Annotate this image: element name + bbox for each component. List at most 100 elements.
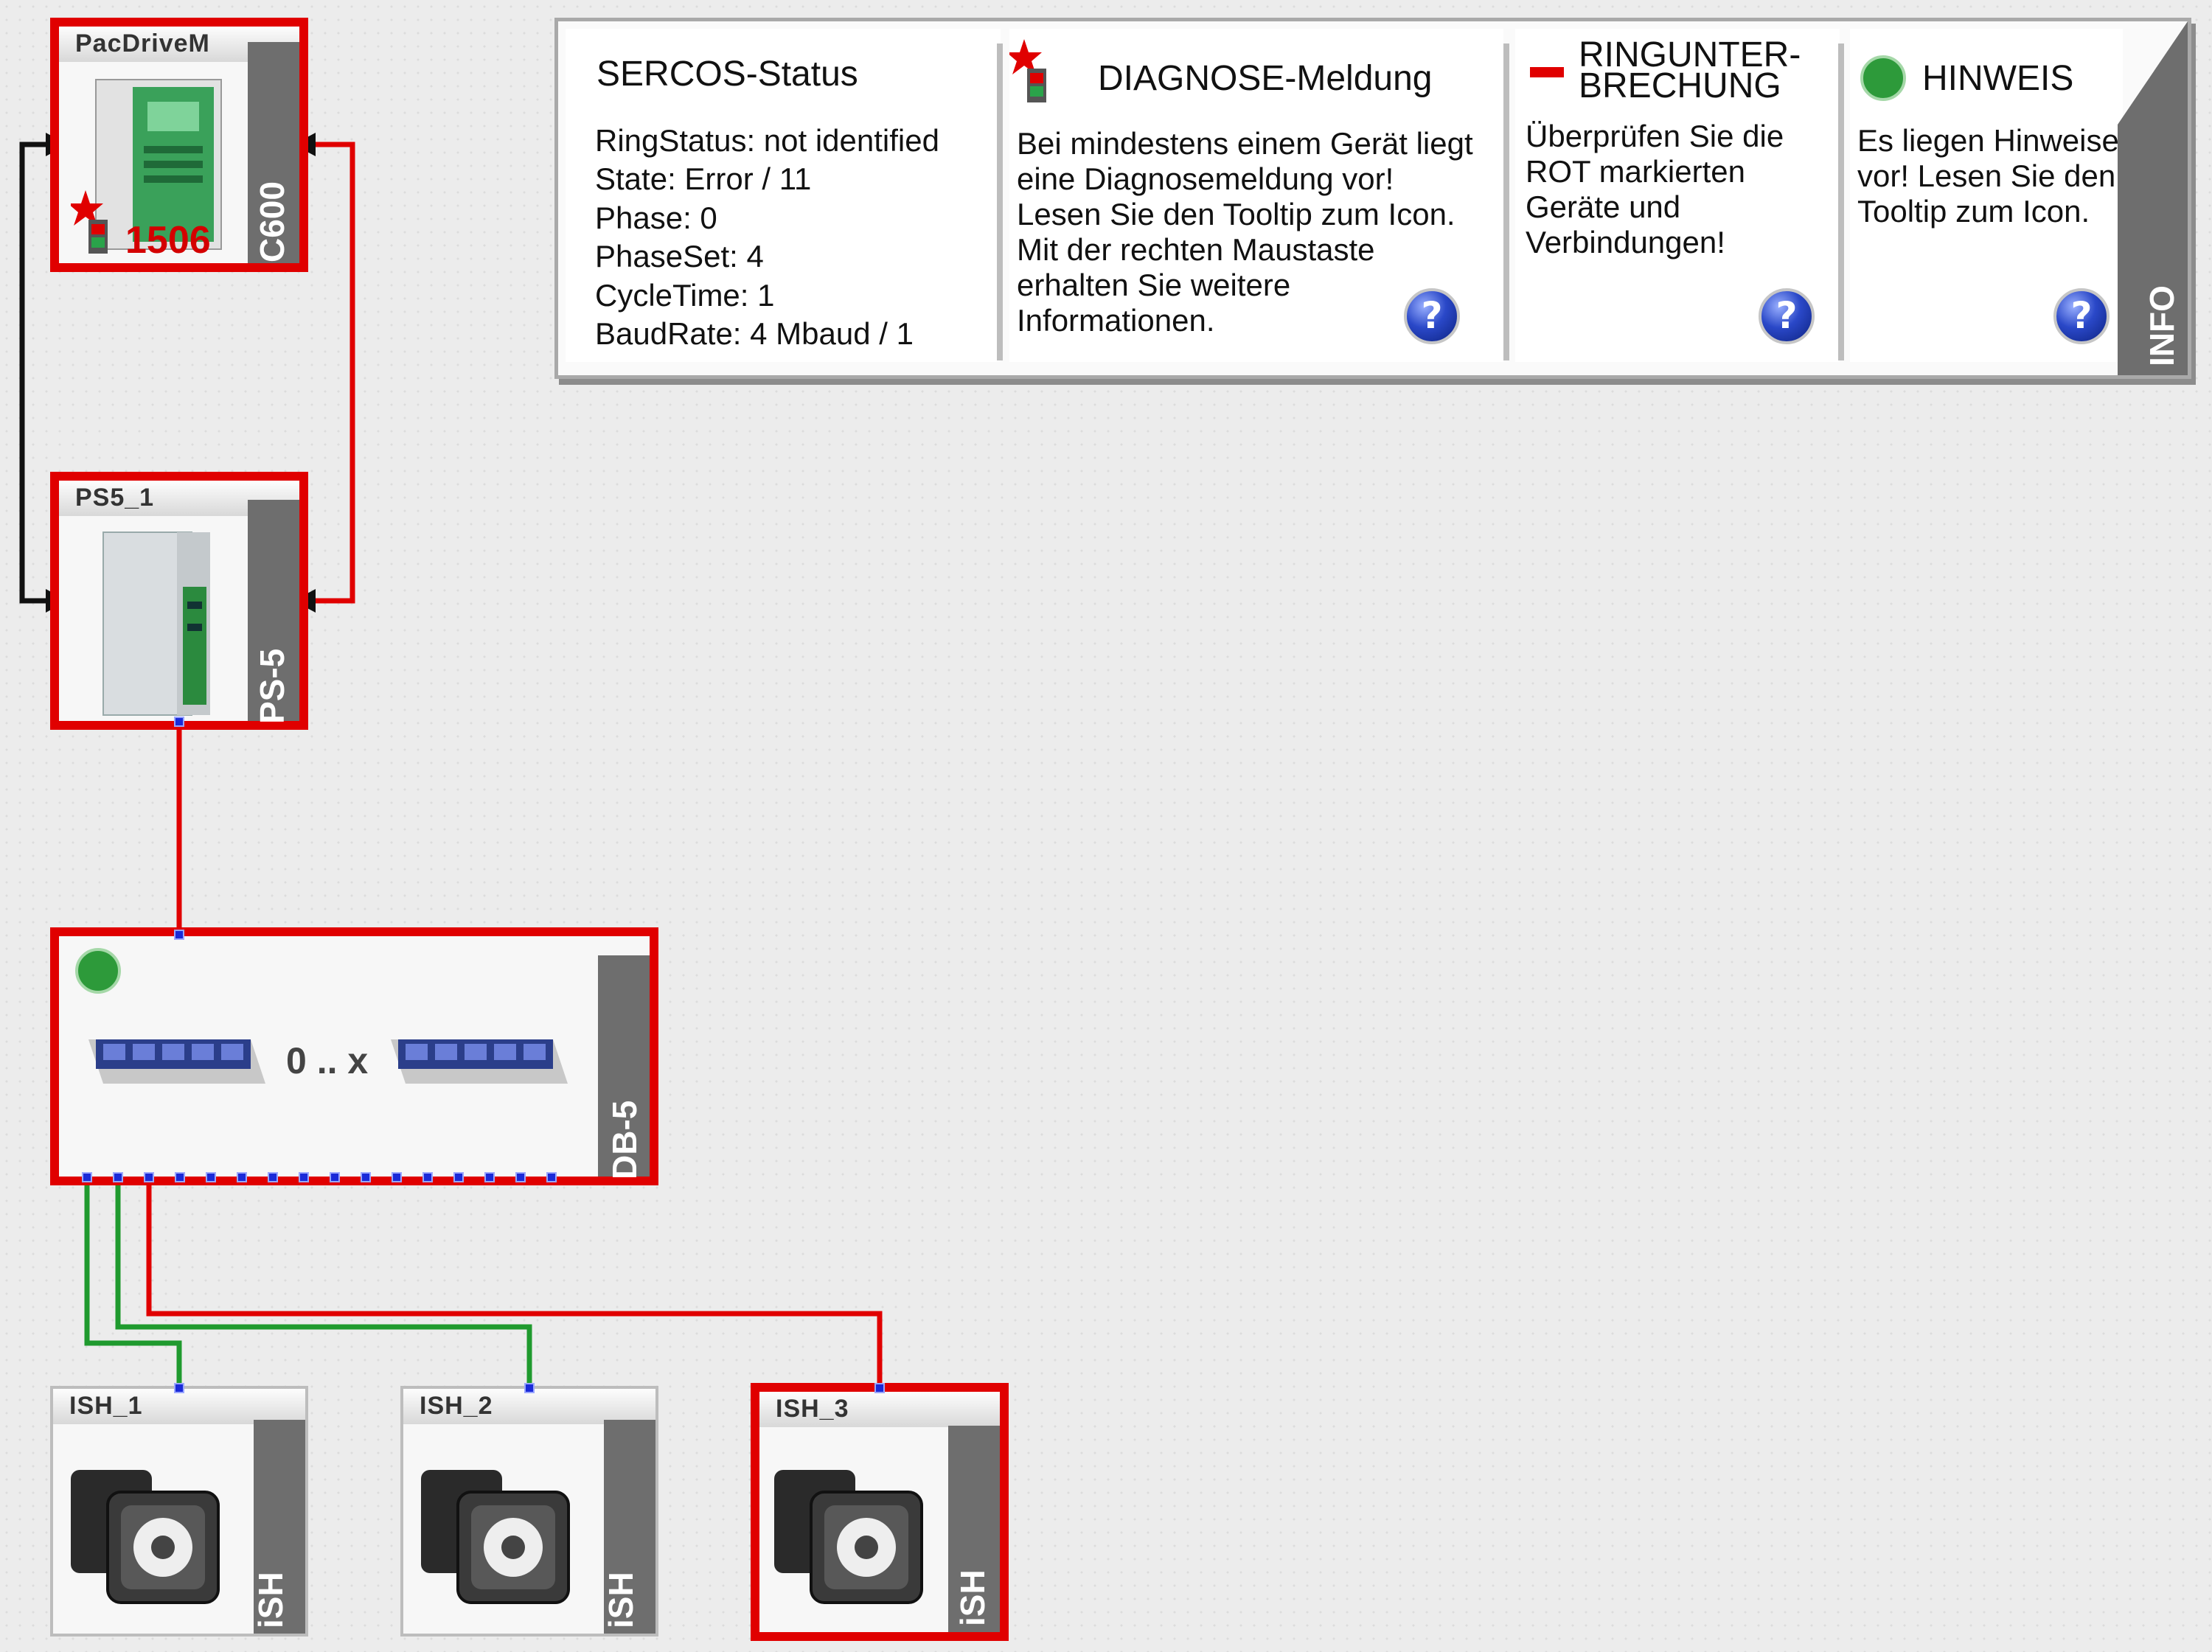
section-divider [997, 43, 1003, 360]
hinweis-help-icon[interactable]: ? [2053, 288, 2110, 344]
info-side-label: INFO [2143, 285, 2181, 366]
info-panel: SERCOS-Status RingStatus: not identified… [554, 18, 2191, 379]
link-db5-ish3 [146, 1178, 883, 1390]
db5-port[interactable] [268, 1172, 278, 1182]
ring-break-title-line2: BRECHUNG [1579, 66, 1781, 105]
section-divider [1503, 43, 1509, 360]
diagnose-text-line: erhalten Sie weitere [1017, 268, 1291, 302]
device-ish2[interactable]: ISH_2 iSH [400, 1386, 658, 1637]
device-ps5[interactable]: PS5_1 PS-5 [50, 472, 308, 730]
link-db5-ish1 [84, 1178, 182, 1390]
hinweis-text-line: Es liegen Hinweise [1857, 123, 2119, 158]
db5-port[interactable] [330, 1172, 340, 1182]
device-title: PS5_1 [75, 484, 155, 512]
device-type-label: C600 [253, 181, 291, 262]
ring-break-text-line: Überprüfen Sie die [1526, 119, 1784, 153]
diagnose-help-icon[interactable]: ? [1404, 288, 1460, 344]
port-ish1[interactable] [174, 1383, 184, 1393]
diagnose-text-line: Informationen. [1017, 303, 1215, 338]
db5-port[interactable] [422, 1172, 433, 1182]
red-dash-icon [1530, 67, 1564, 77]
power-supply-image [102, 532, 210, 716]
controller-image [95, 79, 222, 250]
db5-port[interactable] [453, 1172, 464, 1182]
link-db5-ish2 [115, 1178, 532, 1390]
device-c600[interactable]: PacDriveM 1506 C600 [50, 18, 308, 272]
phaseset-line: PhaseSet: 4 [595, 239, 764, 273]
db5-port[interactable] [392, 1172, 402, 1182]
port-db5-top[interactable] [174, 930, 184, 940]
servo-motor-image [71, 1470, 220, 1604]
info-hint-icon[interactable] [75, 948, 121, 994]
device-type-panel [604, 1420, 655, 1634]
device-title-bar [53, 1389, 305, 1424]
diagnose-text-line: Mit der rechten Maustaste [1017, 232, 1375, 267]
info-side-strip [2118, 21, 2188, 375]
device-title: ISH_3 [776, 1395, 849, 1423]
db5-port[interactable] [175, 1172, 185, 1182]
db5-port[interactable] [82, 1172, 92, 1182]
diagnose-section: DIAGNOSE-Meldung Bei mindestens einem Ge… [1009, 29, 1503, 362]
distribution-module-right [391, 1039, 568, 1084]
device-type-panel [598, 955, 650, 1177]
port-ish3[interactable] [874, 1383, 885, 1393]
device-title-bar [759, 1392, 1000, 1427]
device-type-label: iSH [251, 1572, 290, 1628]
diagnose-text-line: Bei mindestens einem Gerät liegt [1017, 126, 1473, 161]
hinweis-section: HINWEIS Es liegen Hinweise vor! Lesen Si… [1850, 29, 2123, 362]
device-title-bar [403, 1389, 655, 1424]
state-line: State: Error / 11 [595, 161, 812, 196]
diagnostic-alert-icon[interactable] [71, 190, 115, 257]
servo-motor-image [774, 1470, 923, 1604]
ring-break-title-line1: RINGUNTER- [1579, 35, 1801, 74]
port-ish2[interactable] [524, 1383, 535, 1393]
device-type-label: PS-5 [253, 648, 291, 724]
info-hint-icon [1860, 55, 1906, 101]
db5-port[interactable] [206, 1172, 216, 1182]
diagnose-title: DIAGNOSE-Meldung [1098, 59, 1433, 98]
hinweis-title: HINWEIS [1922, 59, 2074, 98]
db5-port[interactable] [546, 1172, 557, 1182]
ring-break-help-icon[interactable]: ? [1759, 288, 1815, 344]
device-type-panel [254, 1420, 305, 1634]
ring-break-section: RINGUNTER- BRECHUNG Überprüfen Sie die R… [1515, 29, 1840, 362]
ring-status-line: RingStatus: not identified [595, 123, 939, 158]
db5-port[interactable] [484, 1172, 495, 1182]
diagnostic-alert-icon [1009, 39, 1046, 102]
db5-port[interactable] [237, 1172, 247, 1182]
device-type-panel [948, 1426, 1000, 1632]
db5-port[interactable] [299, 1172, 309, 1182]
ring-break-text-line: ROT markierten [1526, 154, 1745, 189]
phase-line: Phase: 0 [595, 201, 717, 235]
device-type-panel [248, 42, 299, 263]
diagnose-text-line: eine Diagnosemeldung vor! [1017, 161, 1394, 196]
db5-port[interactable] [515, 1172, 526, 1182]
ring-break-text-line: Verbindungen! [1526, 225, 1725, 259]
hinweis-text-line: Tooltip zum Icon. [1857, 194, 2090, 229]
device-title: ISH_1 [69, 1392, 143, 1420]
sercos-status-title: SERCOS-Status [597, 55, 858, 94]
distribution-module-left [88, 1039, 265, 1084]
db5-port[interactable] [144, 1172, 154, 1182]
servo-motor-image [421, 1470, 570, 1604]
cycletime-line: CycleTime: 1 [595, 278, 775, 313]
device-db5[interactable]: 0 .. x DB-5 [50, 927, 658, 1185]
port-ps5-bottom[interactable] [174, 717, 184, 727]
device-ish1[interactable]: ISH_1 iSH [50, 1386, 308, 1637]
db5-port[interactable] [113, 1172, 123, 1182]
ring-break-text-line: Geräte und [1526, 189, 1681, 224]
device-type-label: iSH [602, 1572, 640, 1628]
diagnose-text-line: Lesen Sie den Tooltip zum Icon. [1017, 197, 1455, 231]
error-code: 1506 [125, 219, 211, 262]
section-divider [1838, 43, 1844, 360]
hinweis-text-line: vor! Lesen Sie den [1857, 158, 2116, 193]
sercos-status-section: SERCOS-Status RingStatus: not identified… [566, 29, 1001, 362]
device-type-label: DB-5 [605, 1100, 644, 1179]
device-ish3[interactable]: ISH_3 iSH [751, 1383, 1009, 1641]
device-title: ISH_2 [420, 1392, 493, 1420]
baudrate-line: BaudRate: 4 Mbaud / 1 [595, 316, 914, 351]
device-type-panel [248, 500, 299, 721]
db5-port[interactable] [361, 1172, 371, 1182]
module-multiplier: 0 .. x [286, 1040, 369, 1081]
